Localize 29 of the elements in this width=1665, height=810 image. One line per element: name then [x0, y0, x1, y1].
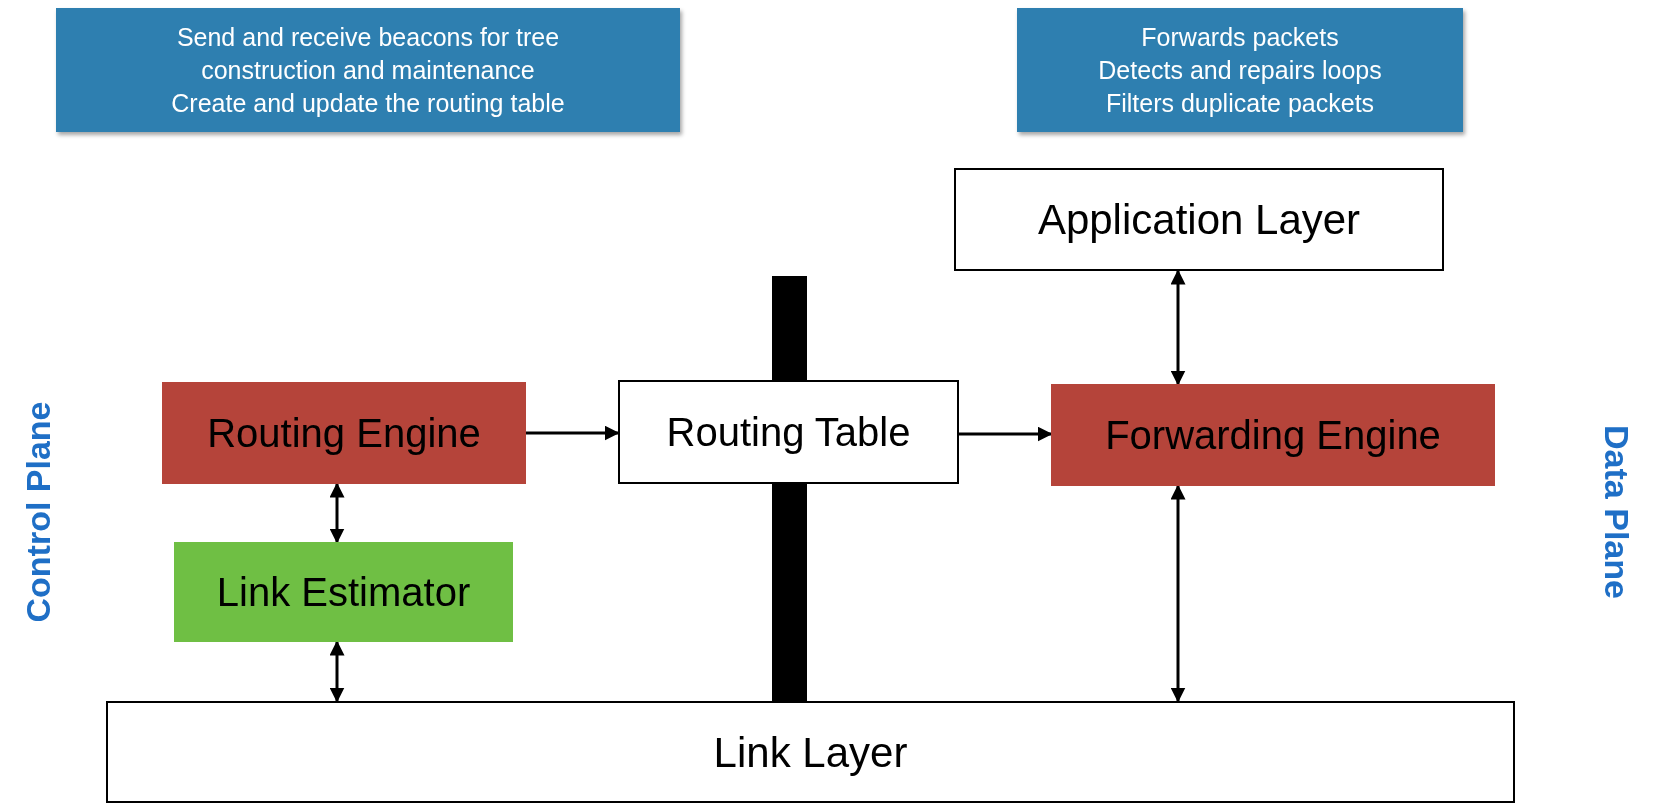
note-box: [56, 8, 680, 132]
box-text: Link Layer: [713, 727, 908, 778]
box-text: Link Estimator: [216, 569, 471, 616]
engine-box: [1051, 384, 1495, 486]
divider-bar: [772, 276, 807, 380]
arrow: [526, 425, 620, 441]
estimator-box: [174, 542, 513, 642]
box-text: Routing Engine: [207, 410, 481, 457]
box-text: Detects and repairs loops: [1098, 54, 1382, 86]
arrow: [329, 640, 345, 703]
engine-box: [162, 382, 526, 484]
box-text: Routing Table: [666, 409, 911, 456]
layer-box: [106, 701, 1515, 803]
box-text: Forwards packets: [1141, 21, 1339, 53]
box-text: Send and receive beacons for tree construction and maintenance: [175, 21, 561, 86]
plane-label: Control Plane: [17, 401, 58, 623]
box-text: Filters duplicate packets: [1105, 87, 1375, 119]
note-box: [1017, 8, 1463, 132]
box-text: Forwarding Engine: [1105, 412, 1441, 459]
divider-bar: [772, 484, 807, 701]
arrow: [1170, 484, 1186, 703]
arrow: [959, 426, 1053, 442]
arrow: [1170, 269, 1186, 386]
box-text: Create and update the routing table: [171, 87, 565, 119]
layer-box: [954, 168, 1444, 271]
table-box: [618, 380, 959, 484]
arrow: [329, 482, 345, 544]
plane-label: Data Plane: [1596, 425, 1637, 599]
box-text: Application Layer: [1037, 195, 1361, 245]
